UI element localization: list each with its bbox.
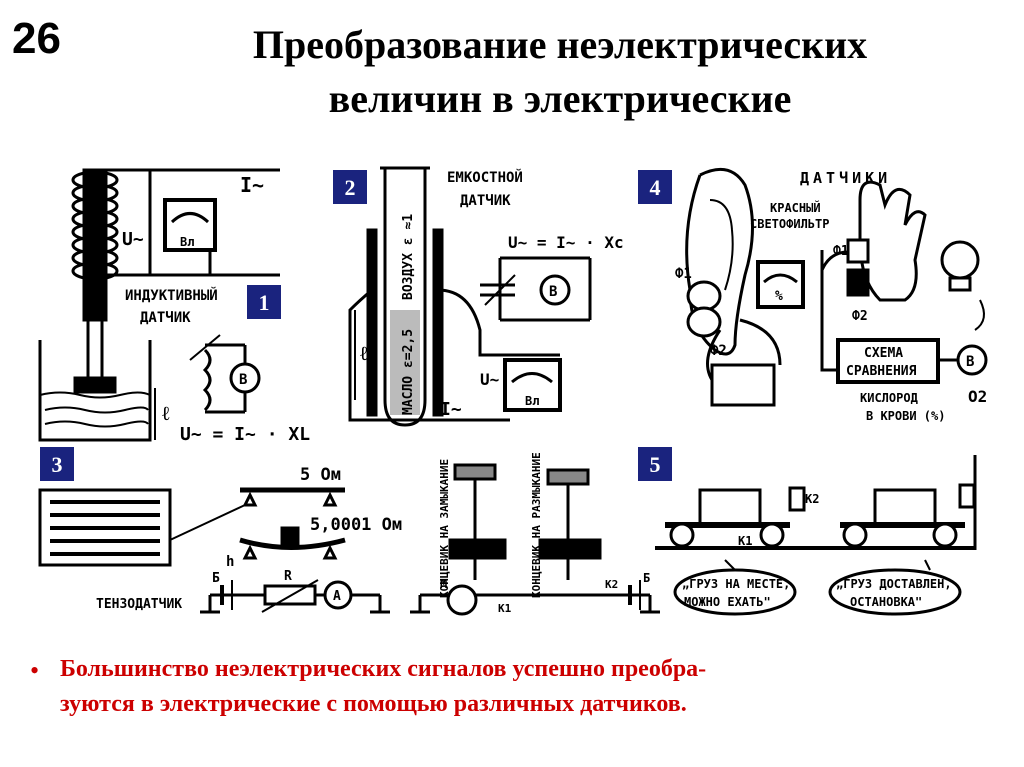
bullet-text: Большинство неэлектрических сигналов усп… xyxy=(60,652,1000,722)
p1-label-line1: ИНДУКТИВНЫЙ xyxy=(125,287,218,304)
p4-box-line2: СРАВНЕНИЯ xyxy=(846,364,917,379)
bullet-dot-icon: • xyxy=(30,656,40,685)
p4-f2-label: Ф2 xyxy=(710,343,727,359)
badge-4-label: 4 xyxy=(650,175,661,200)
p2-voltage-label: U~ xyxy=(480,370,499,389)
badge-3: 3 xyxy=(40,447,74,481)
p1-voltage-label: U~ xyxy=(122,229,144,250)
device-box-icon xyxy=(710,363,776,407)
p1-current-label: I~ xyxy=(240,173,264,197)
p2-b-label: В xyxy=(549,284,557,300)
test-tube-icon xyxy=(383,168,427,427)
ear-icon xyxy=(685,167,754,356)
p5-msg1-line1: „ГРУЗ НА МЕСТЕ, xyxy=(682,577,790,591)
p5-msg1-line2: МОЖНО ЕХАТЬ" xyxy=(684,595,771,609)
badge-3-label: 3 xyxy=(52,452,63,477)
slide-title: Преобразование неэлектрических величин в… xyxy=(120,18,1000,126)
p2-l-label: ℓ xyxy=(360,341,368,365)
p1-meter-label: Вл xyxy=(180,235,194,249)
p3b-k2-label: К2 xyxy=(605,578,618,591)
p5-msg2-line1: „ГРУЗ ДОСТАВЛЕН, xyxy=(836,577,952,591)
p4-f2b-label: Ф2 xyxy=(852,309,868,324)
p3-h-label: h xyxy=(226,554,234,570)
p2-meter-label: Вл xyxy=(525,394,539,408)
p3-r1-label: 5 Ом xyxy=(300,465,341,485)
p3-battery-label: Б xyxy=(212,571,220,586)
p2-oil-label: МАСЛО ε=2,5 xyxy=(401,329,416,415)
cart-load-icon xyxy=(698,488,762,527)
cart-load-icon-2 xyxy=(873,488,937,527)
strain-gauge-icon xyxy=(38,488,172,567)
p2-air-label: ВОЗДУХ ε ≈1 xyxy=(401,214,416,300)
p4-label: ДАТЧИКИ xyxy=(800,169,891,187)
p1-b-label: В xyxy=(239,372,247,388)
p2-label-line1: ЕМКОСТНОЙ xyxy=(447,169,523,186)
badge-2: 2 xyxy=(333,170,367,204)
voltmeter-symbol-icon xyxy=(539,274,571,306)
p4-box-line1: СХЕМА xyxy=(864,346,903,361)
badge-2-label: 2 xyxy=(345,175,356,200)
slide-number: 26 xyxy=(12,14,61,63)
p4-filter-line2: СВЕТОФИЛЬТР xyxy=(750,217,829,231)
p4-oxygen-line1: КИСЛОРОД xyxy=(860,391,918,405)
p4-filter-line1: КРАСНЫЙ xyxy=(770,200,821,215)
panel-capacitive xyxy=(348,166,592,427)
p5-k1-label: К1 xyxy=(738,534,752,548)
vessel-icon xyxy=(38,340,152,442)
panel-oximeter xyxy=(685,167,988,407)
p3b-battery-label: Б xyxy=(643,571,650,585)
ammeter-icon xyxy=(323,580,353,610)
voltmeter-icon xyxy=(503,358,562,412)
bullet-line-2: зуются в электрические с помощью различн… xyxy=(60,691,687,717)
title-line-1: Преобразование неэлектрических xyxy=(252,22,868,67)
p3b-switch2-label: КОНЦЕВИК НА РАЗМЫКАНИЕ xyxy=(530,452,543,598)
p4-f1b-label: Ф1 xyxy=(833,244,849,259)
p2-current-label: I~ xyxy=(440,399,462,420)
bullet-line-1: Большинство неэлектрических сигналов усп… xyxy=(60,656,707,682)
p5-msg2-line2: ОСТАНОВКА" xyxy=(850,595,922,609)
voltmeter-symbol-icon xyxy=(229,362,261,394)
p1-formula: U~ = I~ · XL xyxy=(180,424,310,445)
coil-icon xyxy=(71,168,119,322)
badge-4: 4 xyxy=(638,170,672,204)
p4-meter-label: % xyxy=(775,289,783,304)
p4-b-label: В xyxy=(966,354,974,370)
panel-cart xyxy=(655,455,977,616)
p4-f1-label: Ф1 xyxy=(675,266,692,282)
motor-icon xyxy=(446,584,478,616)
badge-5-label: 5 xyxy=(650,452,661,477)
voltmeter-icon xyxy=(163,198,217,252)
panel-inductive xyxy=(38,168,280,442)
p2-formula: U~ = I~ · Xc xyxy=(508,233,624,252)
p4-oxygen-line2: В КРОВИ (%) xyxy=(866,409,945,423)
p1-label-line2: ДАТЧИК xyxy=(140,310,191,326)
p3b-switch1-label: КОНЦЕВИК НА ЗАМЫКАНИЕ xyxy=(438,459,451,598)
lamp-icon xyxy=(940,240,980,280)
p1-l-label: ℓ xyxy=(162,401,170,425)
panel-limit-switches xyxy=(410,463,660,616)
voltmeter-symbol-icon xyxy=(956,344,988,376)
panel-strain-gauge xyxy=(38,487,390,614)
p3-ammeter-label: A xyxy=(333,589,341,604)
badge-1-label: 1 xyxy=(259,290,270,315)
p3b-motor-label: M xyxy=(440,577,447,591)
title-line-2: величин в электрические xyxy=(328,76,792,121)
badge-5: 5 xyxy=(638,447,672,481)
sensors-illustration: I~ U~ Вл ИНДУКТИВНЫЙ ДАТЧИК ℓ В U~ = I~ … xyxy=(38,166,988,616)
p3-label: ТЕНЗОДАТЧИК xyxy=(96,597,182,612)
p2-label-line2: ДАТЧИК xyxy=(460,193,511,209)
badge-1: 1 xyxy=(247,285,281,319)
hand-icon xyxy=(858,180,927,302)
p3-r2-label: 5,0001 Ом xyxy=(310,515,402,535)
p5-k2-label: К2 xyxy=(805,492,819,506)
p3b-k1-label: К1 xyxy=(498,602,512,615)
p4-o2-label: O2 xyxy=(968,387,987,406)
p3-resistor-label: R xyxy=(284,569,292,584)
meter-icon xyxy=(756,260,805,309)
